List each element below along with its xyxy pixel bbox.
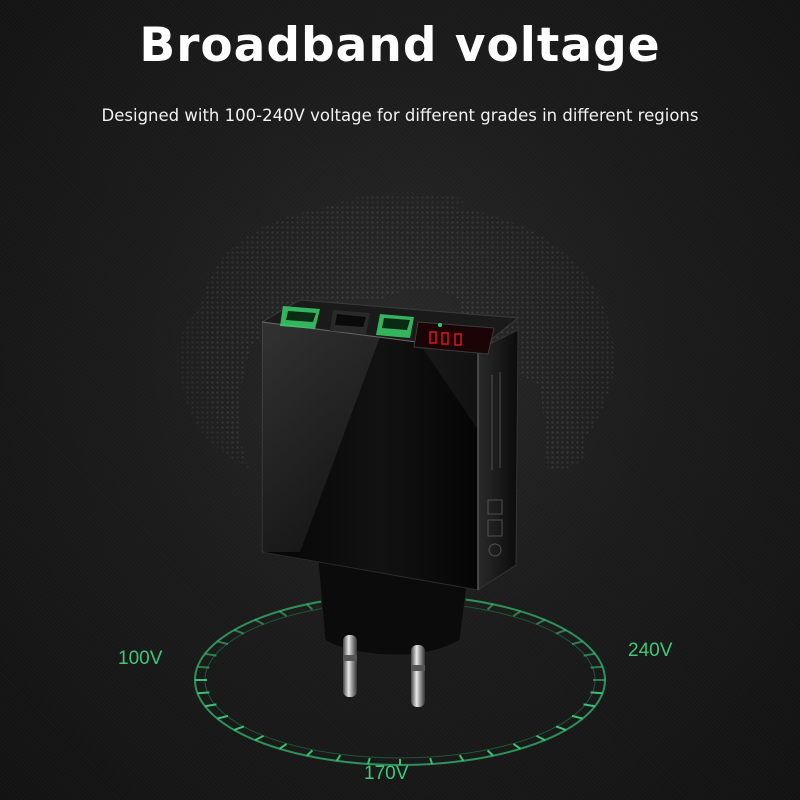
dial-tick [536, 619, 546, 626]
dial-tick [254, 734, 264, 741]
charger-body [260, 299, 520, 591]
dial-tick [204, 652, 217, 657]
dial-tick [536, 734, 546, 741]
dial-tick [306, 749, 314, 757]
dial-tick [366, 757, 371, 765]
dial-tick [335, 754, 342, 762]
dial-tick [278, 610, 288, 617]
dial-tick [278, 743, 288, 750]
voltage-max-label: 240V [628, 640, 673, 661]
dial-tick [512, 743, 522, 750]
dial-tick [233, 629, 245, 635]
dial-tick [217, 640, 229, 646]
dial-tick [555, 629, 567, 635]
usb-port-3 [376, 314, 414, 338]
dial-tick [458, 754, 465, 762]
page-title: Broadband voltage [139, 18, 661, 73]
page-subtitle: Designed with 100-240V voltage for diffe… [101, 106, 699, 125]
dial-tick [217, 714, 229, 720]
plug-pin-right [411, 645, 425, 707]
dial-tick [512, 610, 522, 617]
dial-tick [233, 725, 245, 731]
dial-tick [486, 603, 494, 611]
plug-pin-left [343, 635, 357, 697]
dial-tick [590, 691, 603, 695]
dial-tick [583, 652, 596, 657]
plug-base [317, 559, 471, 707]
dial-tick [571, 714, 583, 720]
dial-tick [197, 691, 210, 695]
globe-graphic [178, 192, 614, 470]
dial-tick [197, 665, 210, 669]
dial-tick [429, 757, 434, 765]
led-display [413, 321, 495, 355]
usb-port-1 [280, 306, 320, 329]
dial-tick [486, 749, 494, 757]
dial-tick [306, 603, 314, 611]
voltage-mid-label: 170V [364, 763, 409, 784]
dial-tick [204, 703, 217, 708]
side-markings [487, 372, 503, 557]
dial-tick [254, 619, 264, 626]
voltage-min-label: 100V [118, 648, 163, 669]
dial-tick [571, 640, 583, 646]
dial-tick [555, 725, 567, 731]
usb-port-2 [330, 310, 370, 334]
usb-ports [280, 306, 495, 355]
dial-tick [590, 665, 603, 669]
dial-tick [583, 703, 596, 708]
